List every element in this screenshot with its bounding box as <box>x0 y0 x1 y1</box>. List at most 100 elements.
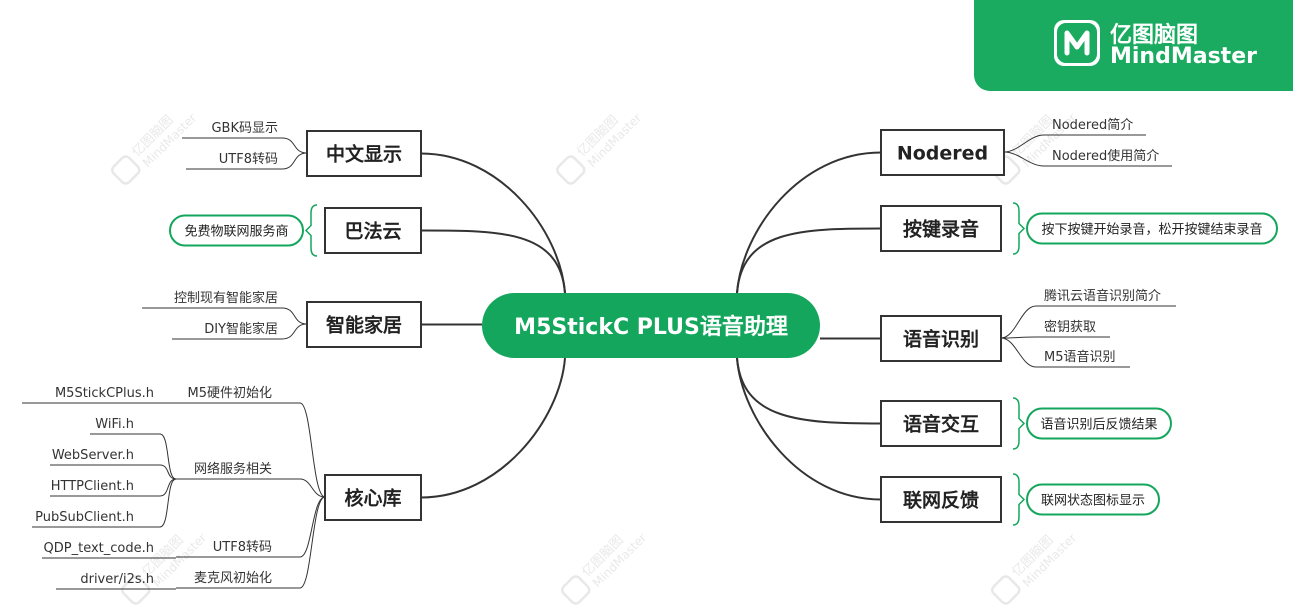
connector-line <box>1000 337 1037 368</box>
connector-line <box>159 478 177 497</box>
connector-line <box>299 496 326 558</box>
connector-line <box>1000 336 1037 339</box>
central-topic-label: M5StickC PLUS语音助理 <box>514 314 788 340</box>
branch-topic-label: 语音交互 <box>903 413 979 436</box>
connector-line <box>1012 397 1026 450</box>
connector-line <box>420 152 566 294</box>
leaf-label[interactable]: M5StickCPlus.h <box>55 386 154 401</box>
callout-box[interactable]: 语音识别后反馈结果 <box>1026 407 1172 440</box>
branch-topic-label: 语音识别 <box>903 328 979 351</box>
subtopic-label[interactable]: UTF8转码 <box>213 540 272 555</box>
subtopic-label[interactable]: DIY智能家居 <box>204 321 278 337</box>
branch-topic-voice-interaction[interactable]: 语音交互 <box>880 400 1002 447</box>
leaf-label[interactable]: WiFi.h <box>95 417 134 432</box>
branch-topic-box <box>880 400 1002 447</box>
callout-box[interactable]: 按下按键开始录音，松开按键结束录音 <box>1026 212 1278 245</box>
callout-label: 语音识别后反馈结果 <box>1040 417 1157 433</box>
connector-line <box>736 357 882 425</box>
branch-topic-smart-home[interactable]: 智能家居 <box>306 301 422 348</box>
connector-line <box>281 323 308 340</box>
brand-name-en: MindMaster <box>1110 44 1257 69</box>
branch-topic-label: Nodered <box>897 143 988 165</box>
branch-topic-bafa-cloud[interactable]: 巴法云 <box>324 207 422 254</box>
connector-layer <box>22 134 1176 590</box>
callout-box[interactable]: 免费物联网服务商 <box>169 214 304 247</box>
connector-line <box>420 229 566 294</box>
branch-topic-box <box>306 130 422 177</box>
leaf-label[interactable]: driver/i2s.h <box>80 572 154 587</box>
connector-line <box>159 478 177 528</box>
branch-topic-chinese-display[interactable]: 中文显示 <box>306 130 422 177</box>
subtopic-label[interactable]: 麦克风初始化 <box>194 571 272 586</box>
connector-line <box>281 307 308 325</box>
central-topic-shape <box>482 293 820 358</box>
subtopic-label[interactable]: GBK码显示 <box>211 121 278 136</box>
branch-topic-box <box>880 315 1002 362</box>
mindmaster-brand-banner: 亿图脑图 MindMaster <box>974 0 1293 91</box>
callout-label: 联网状态图标显示 <box>1041 494 1145 509</box>
central-topic[interactable]: M5StickC PLUS语音助理 <box>482 293 820 358</box>
subtopic-label[interactable]: 密钥获取 <box>1044 319 1096 335</box>
mindmaster-logo-icon <box>1054 20 1100 66</box>
leaf-label[interactable]: PubSubClient.h <box>35 510 134 525</box>
connector-line <box>159 433 177 480</box>
leaf-label[interactable]: WebServer.h <box>52 448 134 463</box>
callout-shape <box>1026 407 1172 440</box>
connector-line <box>281 137 308 154</box>
connector-line <box>1003 134 1045 153</box>
branch-topic-box <box>306 301 422 348</box>
connector-line <box>1003 151 1045 167</box>
subtopic-label[interactable]: Nodered简介 <box>1052 117 1133 133</box>
subtopic-label[interactable]: 网络服务相关 <box>194 461 272 477</box>
connector-line <box>159 464 177 480</box>
connector-line <box>281 152 308 170</box>
callout-label: 按下按键开始录音，松开按键结束录音 <box>1041 222 1262 238</box>
leaf-label[interactable]: QDP_text_code.h <box>44 541 154 556</box>
connector-line <box>736 227 882 294</box>
branch-topic-box <box>880 205 1002 252</box>
connector-line <box>299 478 326 498</box>
branch-topic-box <box>324 474 422 521</box>
callout-shape <box>1026 483 1160 516</box>
callout-shape <box>169 214 304 247</box>
branch-topic-core-library[interactable]: 核心库 <box>324 474 422 521</box>
connector-line <box>299 496 326 589</box>
callout-box[interactable]: 联网状态图标显示 <box>1026 483 1160 516</box>
branch-topic-network-feedback[interactable]: 联网反馈 <box>880 476 1002 523</box>
connector-line <box>1012 202 1026 255</box>
subtopic-label[interactable]: Nodered使用简介 <box>1052 148 1159 164</box>
brand-name-cn: 亿图脑图 <box>1110 23 1199 48</box>
branch-topic-speech-recognition[interactable]: 语音识别 <box>880 315 1002 362</box>
branch-topic-label: 中文显示 <box>326 143 402 166</box>
connector-line <box>736 357 882 501</box>
subtopic-label[interactable]: M5语音识别 <box>1044 349 1116 365</box>
connector-line <box>1012 473 1026 526</box>
branch-topic-key-record[interactable]: 按键录音 <box>880 205 1002 252</box>
connector-line <box>299 402 326 498</box>
branch-topic-box <box>880 129 1005 176</box>
subtopic-label[interactable]: 腾讯云语音识别简介 <box>1044 288 1161 304</box>
subtopic-label[interactable]: M5硬件初始化 <box>188 386 273 401</box>
branch-topic-label: 巴法云 <box>344 220 401 243</box>
callout-label: 免费物联网服务商 <box>184 224 288 240</box>
branch-topic-label: 按键录音 <box>903 218 979 241</box>
branch-topic-label: 核心库 <box>344 487 401 510</box>
branch-topic-nodered[interactable]: Nodered <box>880 129 1005 176</box>
branch-topic-label: 联网反馈 <box>903 489 979 512</box>
branch-topic-box <box>880 476 1002 523</box>
callout-shape <box>1026 212 1278 245</box>
subtopic-label[interactable]: 控制现有智能家居 <box>174 290 278 306</box>
subtopic-label[interactable]: UTF8转码 <box>219 152 278 167</box>
connector-line <box>736 151 882 294</box>
connector-line <box>420 357 566 499</box>
leaf-label[interactable]: HTTPClient.h <box>51 479 134 494</box>
branch-topic-label: 智能家居 <box>326 314 402 337</box>
connector-line <box>1000 305 1037 339</box>
